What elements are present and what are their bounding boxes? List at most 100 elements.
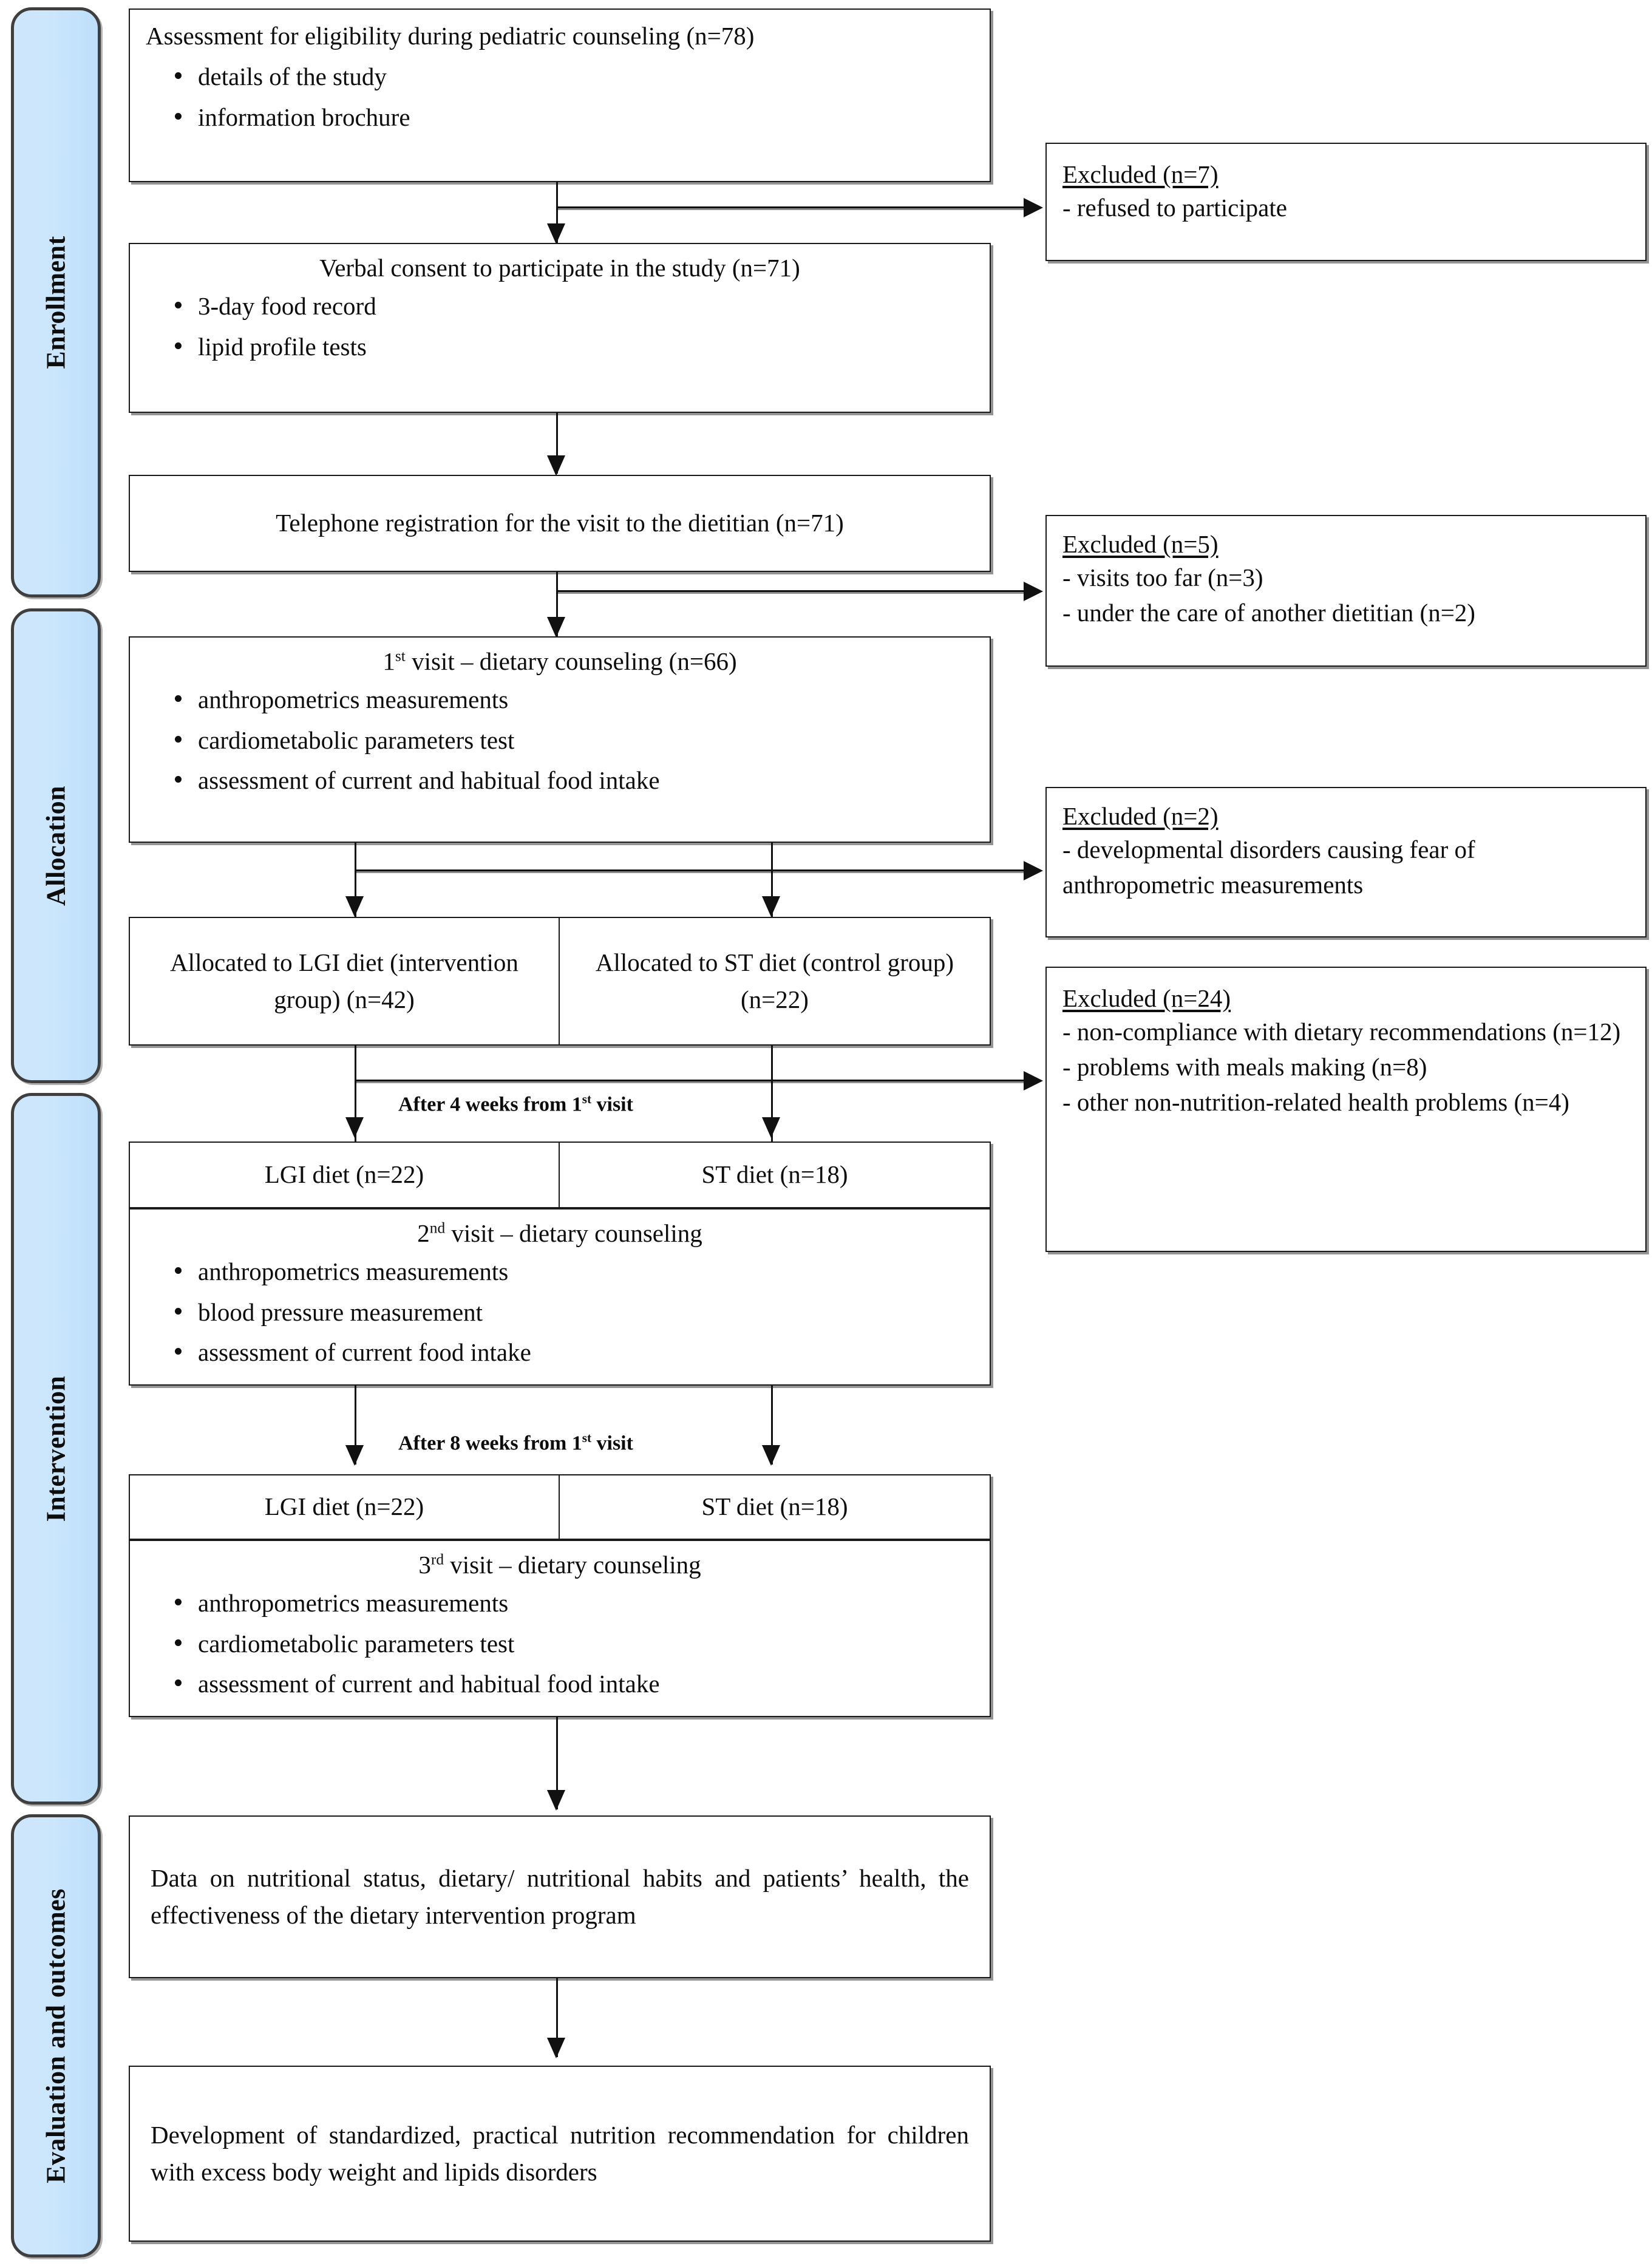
diet-week4-cell-lgi: LGI diet (n=22) bbox=[130, 1143, 560, 1207]
phase-bar-intervention: Intervention bbox=[11, 1093, 101, 1805]
edge-label-week8-post: visit bbox=[591, 1432, 633, 1455]
phase-bar-enrollment: Enrollment bbox=[11, 7, 101, 597]
edge-label-week4-pre: After 4 weeks from 1 bbox=[398, 1093, 582, 1116]
list-item: anthropometrics measurements bbox=[175, 681, 974, 718]
connector-eligibility-down bbox=[556, 182, 558, 243]
visit1-bullet-list: anthropometrics measurements cardiometab… bbox=[146, 681, 974, 799]
visit2-title-post: visit – dietary counseling bbox=[445, 1219, 702, 1247]
consent-title: Verbal consent to participate in the stu… bbox=[319, 254, 800, 282]
visit3-title-post: visit – dietary counseling bbox=[444, 1551, 701, 1579]
list-item: assessment of current and habitual food … bbox=[175, 1665, 974, 1703]
excluded-24-item: - other non-nutrition-related health pro… bbox=[1062, 1088, 1569, 1117]
excluded-5-item: - visits too far (n=3) bbox=[1062, 563, 1263, 591]
list-item: anthropometrics measurements bbox=[175, 1253, 974, 1290]
box-outcome-development: Development of standardized, practical n… bbox=[129, 2066, 991, 2242]
visit1-title: 1st visit – dietary counseling (n=66) bbox=[146, 646, 974, 677]
consent-bullet-list: 3-day food record lipid profile tests bbox=[146, 287, 974, 366]
phase-label-evaluation-and-outcomes: Evaluation and outcomes bbox=[41, 1888, 71, 2183]
box-outcome-data: Data on nutritional status, dietary/ nut… bbox=[129, 1815, 991, 1978]
visit1-title-ordinal: st bbox=[395, 647, 406, 665]
phase-label-enrollment: Enrollment bbox=[41, 236, 71, 369]
box-eligibility: Assessment for eligibility during pediat… bbox=[129, 9, 991, 182]
list-item: lipid profile tests bbox=[175, 328, 974, 366]
edge-label-week4-ordinal: st bbox=[582, 1092, 591, 1106]
edge-label-week8-ordinal: st bbox=[582, 1431, 591, 1445]
box-diet-week8-split: LGI diet (n=22) ST diet (n=18) bbox=[129, 1474, 991, 1540]
box-diet-week4-split: LGI diet (n=22) ST diet (n=18) bbox=[129, 1142, 991, 1208]
allocation-cell-st: Allocated to ST diet (control group) (n=… bbox=[595, 948, 954, 1014]
eligibility-title: Assessment for eligibility during pediat… bbox=[146, 22, 755, 50]
list-item: assessment of current and habitual food … bbox=[175, 761, 974, 799]
visit2-bullet-list: anthropometrics measurements blood press… bbox=[146, 1253, 974, 1371]
connector-allocation-st-down bbox=[771, 1046, 773, 1146]
visit1-title-pre: 1 bbox=[382, 647, 395, 675]
arrowhead-to-week8-lgi bbox=[345, 1445, 364, 1466]
arrowhead-to-week4-st bbox=[762, 1117, 780, 1138]
arrowhead-to-excluded24 bbox=[1024, 1071, 1043, 1090]
connector-visit3-down bbox=[556, 1717, 558, 1809]
arrowhead-to-st-allocation bbox=[762, 896, 780, 917]
edge-label-week8-pre: After 8 weeks from 1 bbox=[398, 1432, 582, 1455]
connector-visit1-to-st bbox=[771, 843, 773, 917]
arrowhead-to-week4-lgi bbox=[345, 1117, 364, 1138]
edge-label-week4-post: visit bbox=[591, 1093, 633, 1116]
list-item: cardiometabolic parameters test bbox=[175, 1625, 974, 1662]
arrowhead-to-lgi-allocation bbox=[345, 896, 364, 917]
visit2-title: 2nd visit – dietary counseling bbox=[146, 1218, 974, 1249]
visit3-bullet-list: anthropometrics measurements cardiometab… bbox=[146, 1584, 974, 1703]
visit3-title-ordinal: rd bbox=[430, 1551, 444, 1568]
diet-week4-cell-st: ST diet (n=18) bbox=[701, 1160, 848, 1189]
visit2-title-ordinal: nd bbox=[429, 1219, 446, 1237]
box-telephone-registration: Telephone registration for the visit to … bbox=[129, 475, 991, 572]
telephone-title: Telephone registration for the visit to … bbox=[276, 509, 844, 537]
box-verbal-consent: Verbal consent to participate in the stu… bbox=[129, 243, 991, 413]
connector-allocation-to-excluded24 bbox=[355, 1080, 1024, 1081]
phase-label-intervention: Intervention bbox=[41, 1375, 71, 1522]
connector-outcome-down bbox=[556, 1978, 558, 2057]
visit1-title-post: visit – dietary counseling (n=66) bbox=[405, 647, 737, 675]
visit2-title-pre: 2 bbox=[417, 1219, 430, 1247]
connector-consent-down bbox=[556, 413, 558, 474]
excluded-24-item: - problems with meals making (n=8) bbox=[1062, 1053, 1427, 1081]
connector-visit1-to-excluded2 bbox=[355, 869, 1024, 871]
connector-eligibility-to-excluded7 bbox=[556, 206, 1024, 208]
visit3-title-pre: 3 bbox=[418, 1551, 431, 1579]
phase-bar-allocation: Allocation bbox=[11, 608, 101, 1083]
box-excluded-24: Excluded (n=24) - non-compliance with di… bbox=[1045, 967, 1647, 1252]
box-visit-3: 3rd visit – dietary counseling anthropom… bbox=[129, 1540, 991, 1717]
connector-telephone-to-excluded5 bbox=[556, 590, 1024, 592]
arrowhead-to-visit1 bbox=[547, 617, 565, 638]
outcome-development-text: Development of standardized, practical n… bbox=[151, 2121, 969, 2186]
list-item: information brochure bbox=[175, 98, 974, 136]
list-item: details of the study bbox=[175, 58, 974, 95]
edge-label-after-4-weeks: After 4 weeks from 1st visit bbox=[398, 1092, 633, 1116]
edge-label-after-8-weeks: After 8 weeks from 1st visit bbox=[398, 1431, 633, 1455]
connector-visit2-lgi-down bbox=[355, 1386, 356, 1465]
excluded-24-heading: Excluded (n=24) bbox=[1062, 984, 1231, 1012]
diet-week8-cell-lgi: LGI diet (n=22) bbox=[130, 1475, 560, 1539]
arrowhead-to-excluded2 bbox=[1024, 861, 1043, 880]
excluded-5-heading: Excluded (n=5) bbox=[1062, 530, 1219, 558]
arrowhead-to-week8-st bbox=[762, 1445, 780, 1466]
connector-visit1-to-lgi bbox=[355, 843, 356, 917]
outcome-data-text: Data on nutritional status, dietary/ nut… bbox=[151, 1864, 969, 1929]
allocation-cell-lgi: Allocated to LGI diet (intervention grou… bbox=[130, 918, 560, 1044]
phase-bar-evaluation-and-outcomes: Evaluation and outcomes bbox=[11, 1814, 101, 2257]
excluded-7-item: - refused to participate bbox=[1062, 194, 1287, 222]
phase-label-allocation: Allocation bbox=[41, 785, 71, 907]
arrowhead-to-telephone bbox=[547, 455, 565, 476]
arrowhead-to-excluded5 bbox=[1024, 582, 1043, 601]
excluded-2-item: - developmental disorders causing fear o… bbox=[1062, 835, 1475, 899]
excluded-2-heading: Excluded (n=2) bbox=[1062, 802, 1219, 830]
connector-allocation-lgi-down bbox=[355, 1046, 356, 1146]
box-excluded-2: Excluded (n=2) - developmental disorders… bbox=[1045, 787, 1647, 937]
list-item: 3-day food record bbox=[175, 287, 974, 325]
arrowhead-to-outcome-data bbox=[547, 1790, 565, 1811]
arrowhead-to-excluded7 bbox=[1024, 198, 1043, 217]
box-excluded-7: Excluded (n=7) - refused to participate bbox=[1045, 143, 1647, 261]
excluded-7-heading: Excluded (n=7) bbox=[1062, 160, 1219, 188]
arrowhead-to-outcome-development bbox=[547, 2038, 565, 2058]
list-item: blood pressure measurement bbox=[175, 1293, 974, 1331]
excluded-5-item: - under the care of another dietitian (n… bbox=[1062, 599, 1475, 627]
